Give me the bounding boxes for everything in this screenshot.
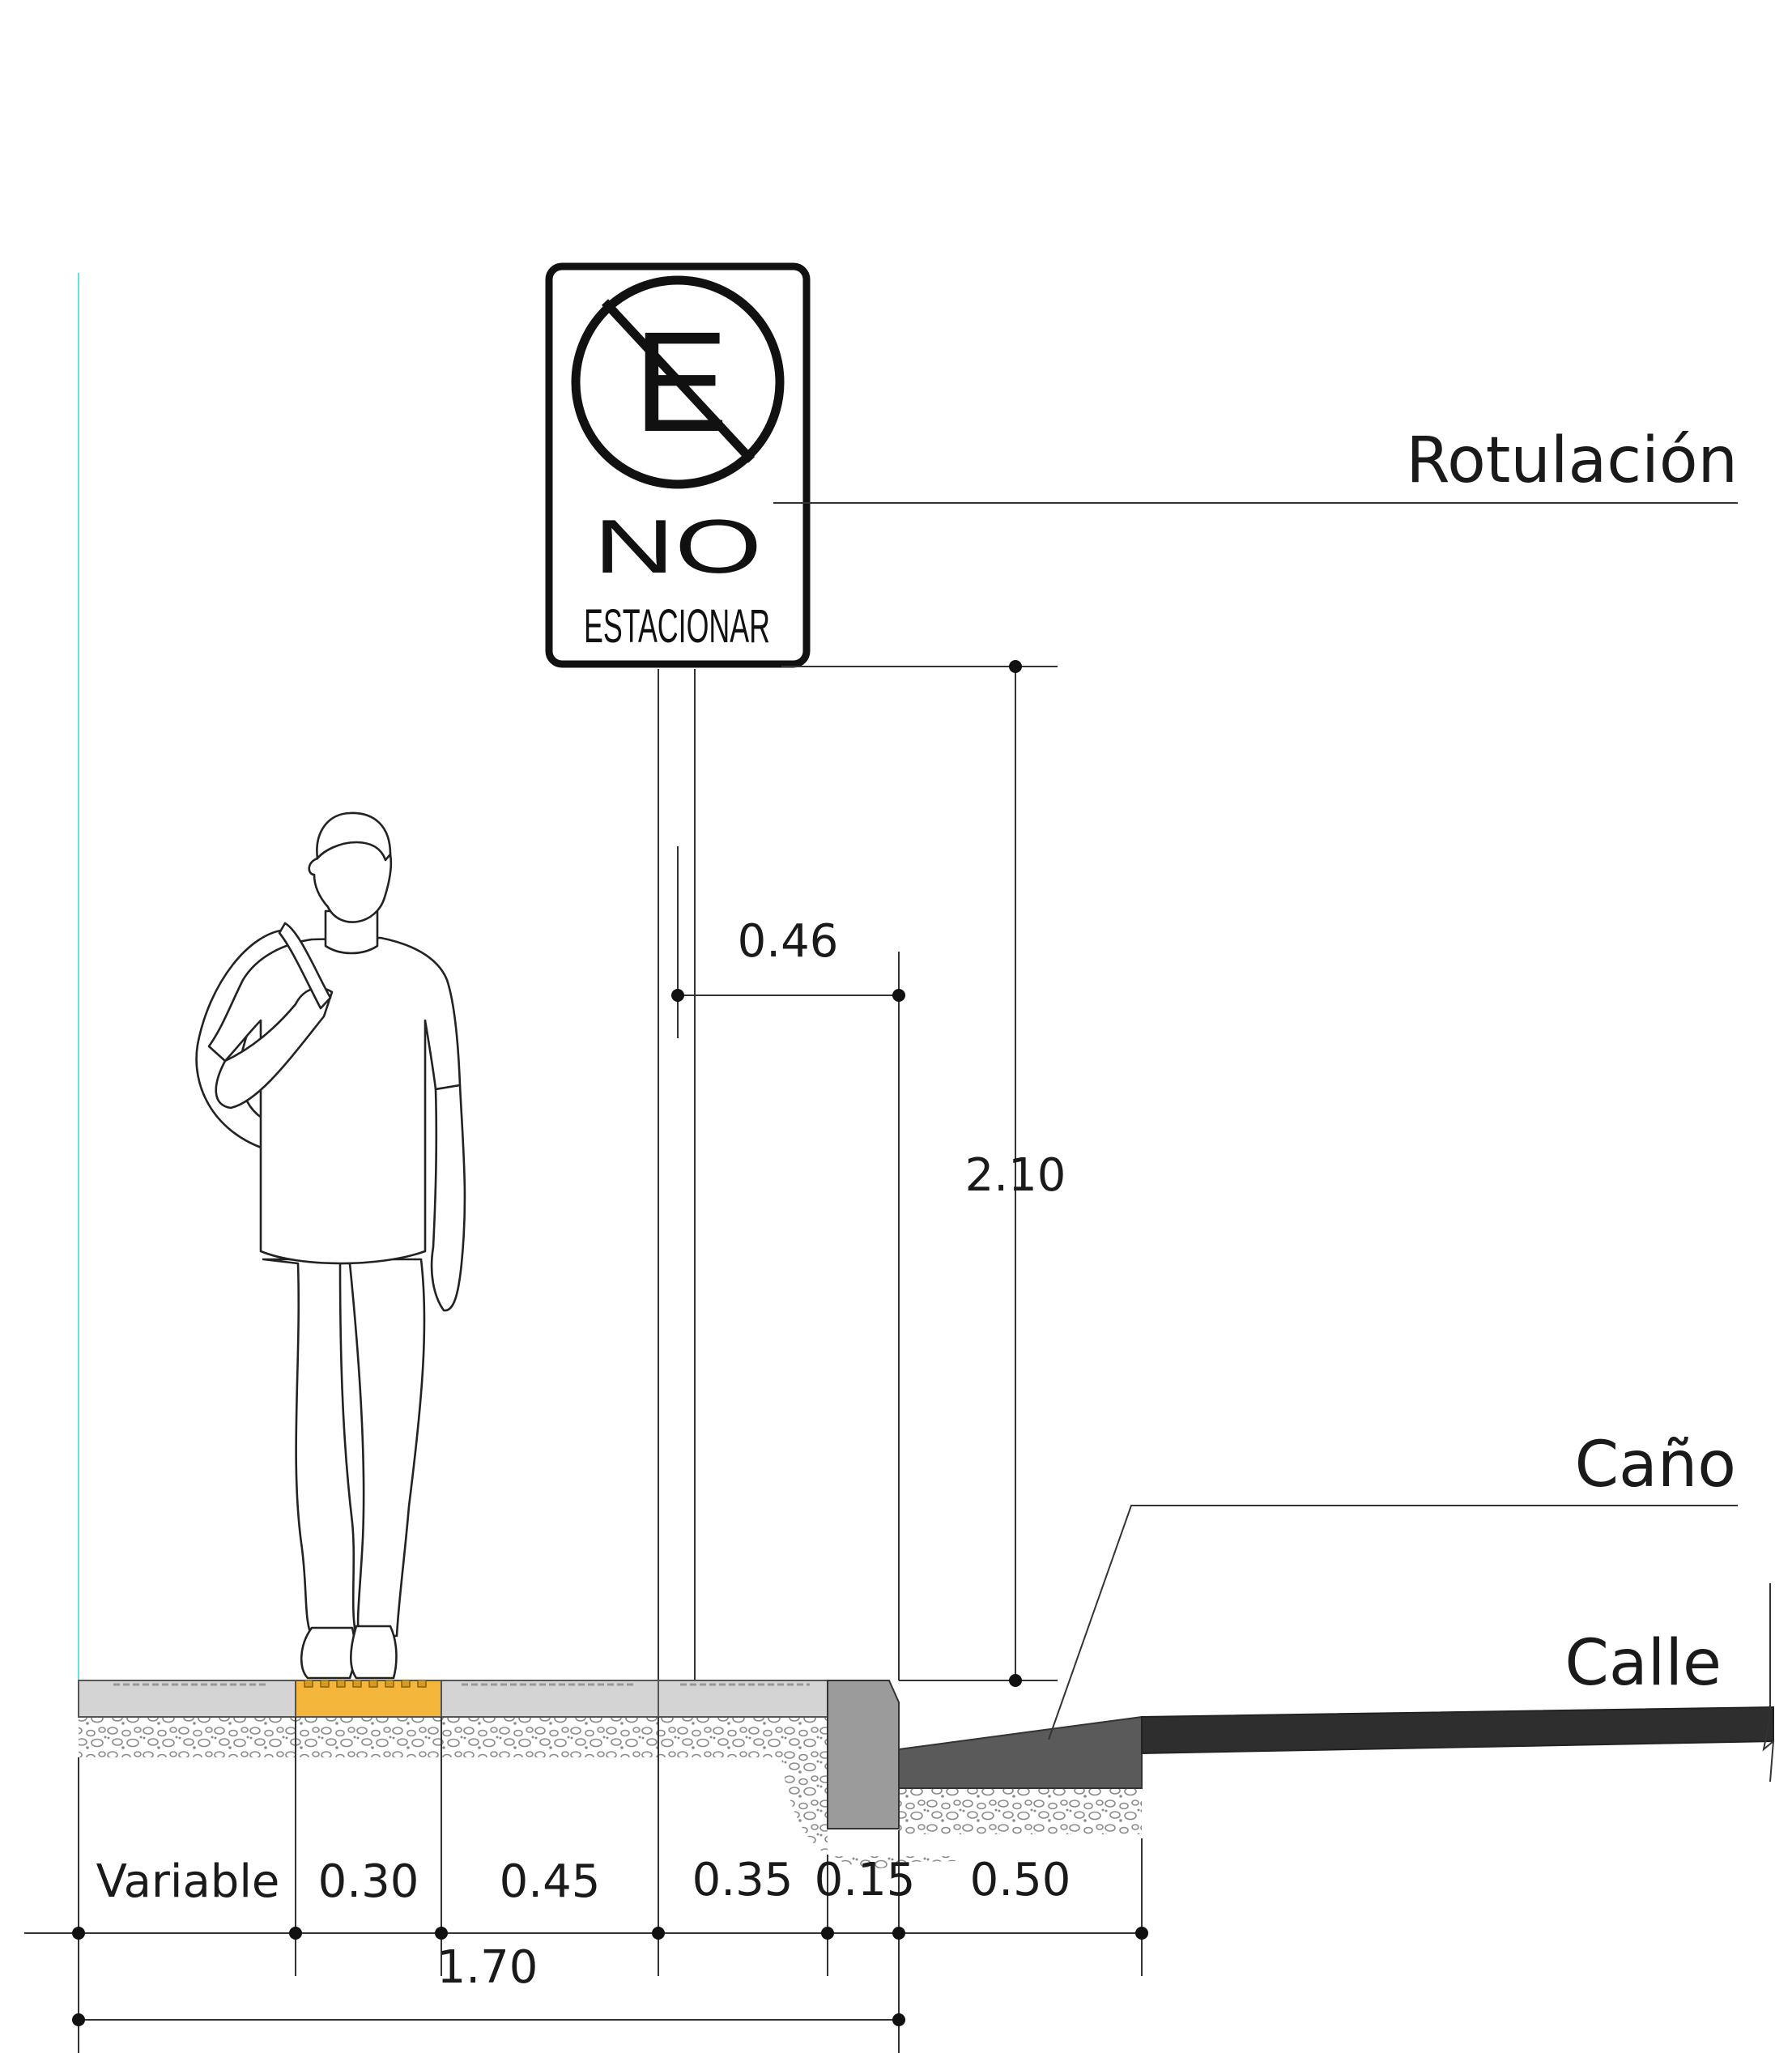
paver-variable — [78, 1680, 296, 1718]
dim-variable: Variable — [96, 1855, 280, 1908]
dim-tactile: 0.30 — [318, 1855, 419, 1908]
prohibition-slash-icon — [601, 299, 756, 463]
gutter-cano — [898, 1715, 1143, 1789]
figure-hair — [316, 811, 392, 862]
sign-line-estacionar: ESTACIONAR — [584, 600, 770, 653]
dimension-dots — [72, 660, 1148, 2026]
break-line — [1762, 1583, 1775, 1783]
dim-curb: 0.15 — [815, 1854, 916, 1906]
street-asphalt — [1141, 1706, 1774, 1755]
cano-leader-line — [1048, 1505, 1738, 1740]
gravel-base-curb — [781, 1757, 956, 1868]
sidewalk-section — [78, 1583, 1775, 1868]
gravel-base-gutter — [899, 1782, 1142, 1834]
dimension-lines — [24, 666, 1143, 2053]
dim-paving: 0.45 — [500, 1855, 601, 1908]
curb — [827, 1680, 900, 1829]
paver-pole-strip — [658, 1680, 828, 1718]
backpack-strap — [278, 922, 332, 1010]
calle-label: Calle — [1564, 1627, 1722, 1700]
no-parking-circle-icon — [571, 275, 785, 489]
dim-sidewalk-total: 1.70 — [437, 1941, 538, 1994]
paver-tactile — [295, 1680, 442, 1718]
figure-torso — [207, 936, 462, 1265]
paver-standard — [441, 1680, 659, 1718]
gravel-base-sidewalk — [79, 1717, 828, 1757]
figure-right-arm — [430, 1084, 466, 1312]
dim-pole-strip: 0.35 — [692, 1854, 794, 1906]
figure-legs — [262, 1258, 426, 1638]
figure-neck — [324, 909, 379, 955]
sign-line-no: NO — [594, 504, 762, 589]
cano-label: Caño — [1575, 1429, 1736, 1501]
pedestrian-figure — [195, 811, 466, 1680]
sign-panel — [545, 262, 811, 668]
figure-right-shoe — [349, 1625, 398, 1680]
dim-sign-height: 2.10 — [965, 1149, 1066, 1202]
rotulacion-label: Rotulación — [1406, 424, 1738, 497]
dim-gutter: 0.50 — [970, 1854, 1071, 1906]
figure-left-shoe — [300, 1626, 356, 1680]
sign-pole — [658, 669, 696, 1680]
dim-sign-offset: 0.46 — [738, 915, 839, 968]
figure-left-arm — [215, 986, 334, 1110]
no-parking-sign: E NO ESTACIONAR — [545, 262, 811, 668]
